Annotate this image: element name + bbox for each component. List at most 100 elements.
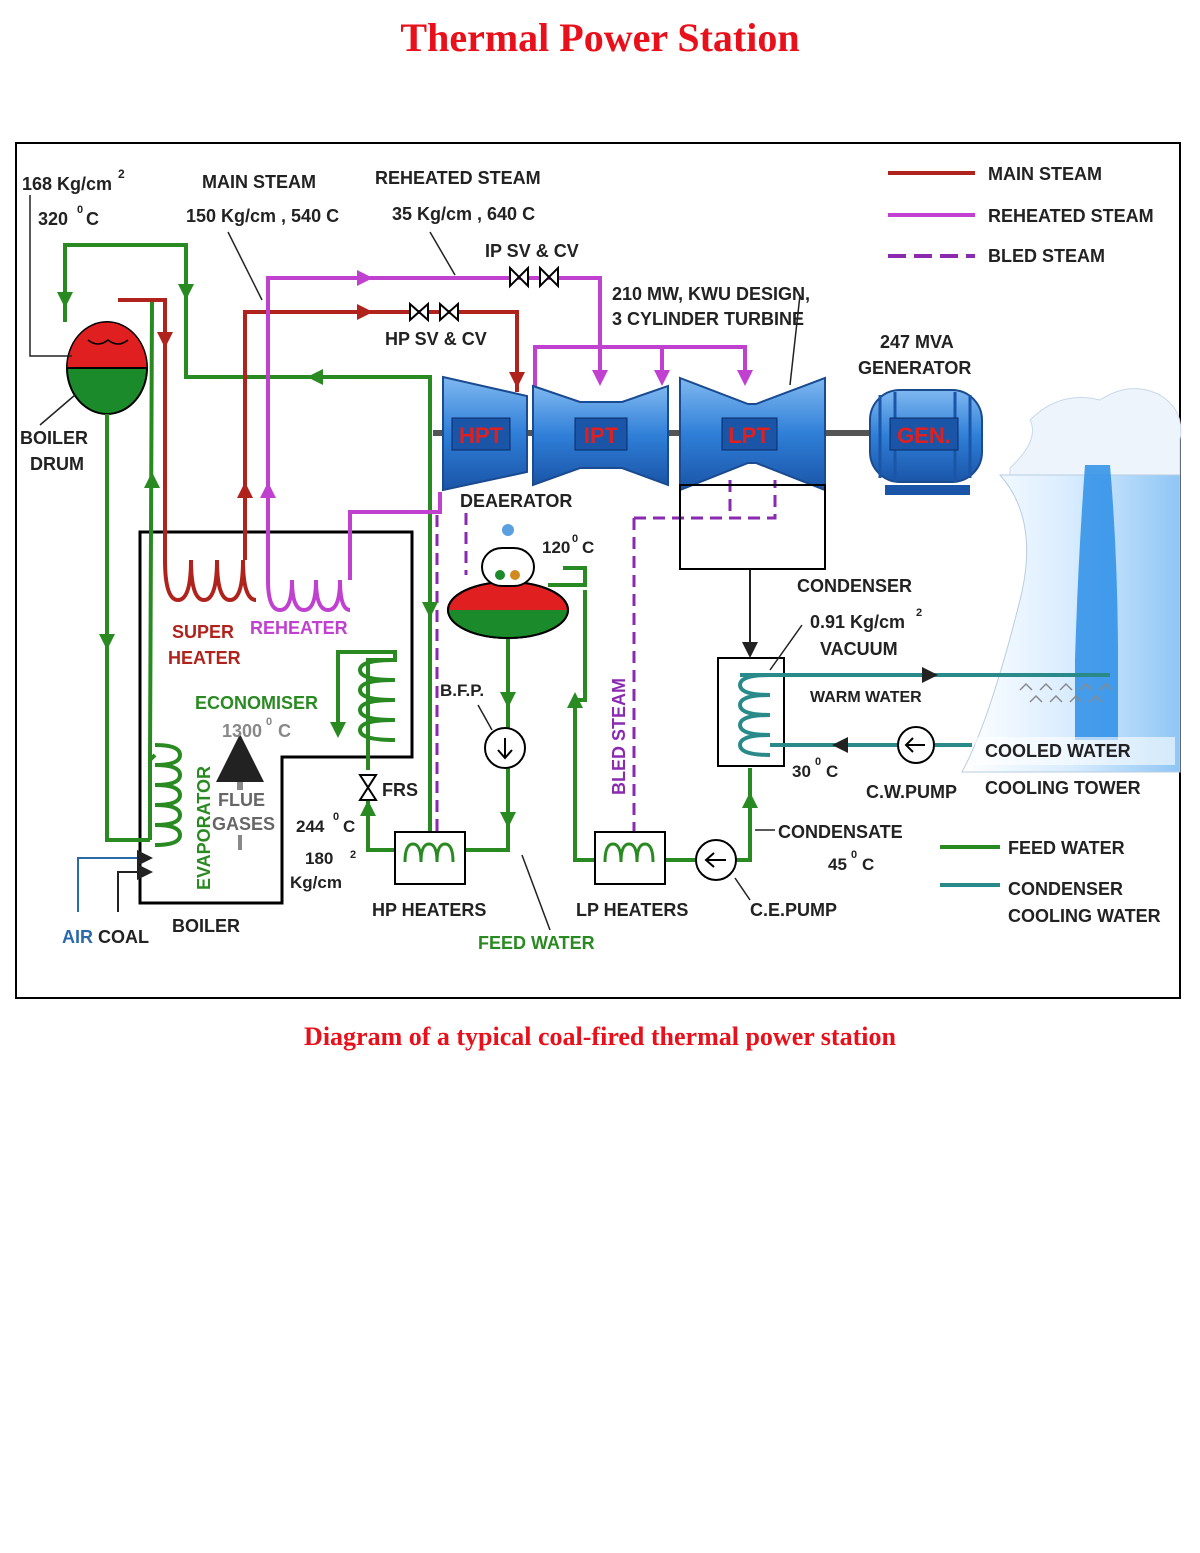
tower-shell: [961, 474, 1181, 773]
drum-pressure-sup: 2: [118, 167, 125, 181]
feed-temp-label: 244: [296, 817, 325, 836]
bled-steam-vertical-label: BLED STEAM: [609, 678, 629, 795]
boiler-enclosure: [138, 530, 414, 905]
cw-pump-label: C.W.PUMP: [866, 782, 957, 802]
flue-gases-line2: GASES: [212, 814, 275, 834]
hpt-label: HPT: [459, 423, 504, 448]
svg-text:C: C: [826, 762, 838, 781]
drum-pressure-label: 168 Kg/cm: [22, 174, 112, 194]
lp-heaters-box: [594, 831, 666, 885]
diagram-labels: 168 Kg/cm 2 320 0 C MAIN STEAM 150 Kg/cm…: [20, 167, 1175, 953]
feed-water-label: FEED WATER: [478, 933, 595, 953]
svg-text:2: 2: [916, 607, 922, 619]
reheater-label: REHEATER: [250, 618, 348, 638]
condensate-label: CONDENSATE: [778, 822, 903, 842]
cw-temp-label: 30: [792, 762, 811, 781]
hp-heaters-label: HP HEATERS: [372, 900, 486, 920]
leader-lines: [29, 195, 803, 931]
svg-text:C: C: [343, 817, 355, 836]
ce-pump-label: C.E.PUMP: [750, 900, 837, 920]
svg-text:C: C: [582, 538, 594, 557]
figure-caption: Diagram of a typical coal-fired thermal …: [304, 1022, 896, 1051]
gen-label: GEN.: [897, 423, 951, 448]
cooling-tower: [961, 388, 1182, 773]
legend-label-cooling-water: COOLING WATER: [1008, 906, 1161, 926]
legend-label-condenser: CONDENSER: [1008, 879, 1123, 899]
lpt-tag: [721, 417, 778, 451]
superheater-coil: [163, 559, 257, 603]
turbine-desc-line2: 3 CYLINDER TURBINE: [612, 309, 804, 329]
condenser-pressure-label: 0.91 Kg/cm: [810, 612, 905, 632]
bfp-pump: [484, 727, 526, 769]
bfp-label: B.F.P.: [440, 681, 484, 700]
deaerator-label: DEAERATOR: [460, 491, 572, 511]
reheated-steam-values: 35 Kg/cm , 640 C: [392, 204, 535, 224]
lp-heaters-coil: [603, 842, 655, 863]
svg-text:0: 0: [77, 204, 83, 216]
svg-text:2: 2: [350, 849, 356, 861]
boiler-drum-line1: BOILER: [20, 428, 88, 448]
ip-sv-cv-valve: [509, 265, 559, 289]
main-steam-pipes: [118, 298, 519, 560]
lp-heaters-label: LP HEATERS: [576, 900, 688, 920]
boiler-drum-line2: DRUM: [30, 454, 84, 474]
flue-gases-line1: FLUE: [218, 790, 265, 810]
hp-sv-cv-valve: [409, 301, 459, 323]
steam-cloud: [1009, 388, 1182, 481]
boiler-drum: [66, 321, 148, 415]
cooling-tower-label: COOLING TOWER: [985, 778, 1141, 798]
reheated-steam-title: REHEATED STEAM: [375, 168, 541, 188]
bfp-line: [460, 645, 510, 852]
svg-text:0: 0: [572, 533, 578, 545]
coal-label: COAL: [98, 927, 149, 947]
deaerator: [447, 524, 569, 639]
feed-pressure-line2: Kg/cm: [290, 873, 342, 892]
flow-arrows: [57, 270, 938, 912]
warm-water-label: WARM WATER: [810, 689, 922, 706]
ip-sv-cv-label: IP SV & CV: [485, 241, 579, 261]
condenser-vacuum-label: VACUUM: [820, 639, 898, 659]
legend: MAIN STEAM REHEATED STEAM BLED STEAM FEE…: [888, 164, 1161, 926]
generator-desc-line1: 247 MVA: [880, 332, 954, 352]
generator-desc-line2: GENERATOR: [858, 358, 971, 378]
turbine-desc-line1: 210 MW, KWU DESIGN,: [612, 284, 810, 304]
svg-text:0: 0: [333, 811, 339, 823]
turbine-set: HPT IPT LPT: [433, 375, 880, 570]
boiler-label: BOILER: [172, 916, 240, 936]
legend-label-bled-steam: BLED STEAM: [988, 246, 1105, 266]
thermal-power-station-diagram: MAIN STEAM REHEATED STEAM BLED STEAM FEE…: [15, 142, 1182, 999]
drum-temp-unit: C: [86, 209, 99, 229]
hp-sv-cv-label: HP SV & CV: [385, 329, 487, 349]
page-title: Thermal Power Station: [400, 15, 800, 60]
hp-heaters-coil: [403, 842, 455, 863]
drum-temp-label: 320: [38, 209, 68, 229]
svg-text:0: 0: [851, 849, 857, 861]
main-steam-title: MAIN STEAM: [202, 172, 316, 192]
tower-water-column: [1075, 465, 1118, 740]
condenser-coil: [737, 673, 771, 757]
svg-text:0: 0: [815, 756, 821, 768]
lpt-exhaust-hood: [679, 484, 826, 570]
downcomer: [105, 414, 150, 842]
ipt-tag: [574, 417, 628, 451]
air-label: AIR: [62, 927, 93, 947]
evaporator-coil: [154, 743, 183, 847]
svg-text:C: C: [862, 855, 874, 874]
svg-text:0: 0: [266, 716, 272, 728]
generator: GEN.: [869, 389, 983, 495]
frs-label: FRS: [382, 780, 418, 800]
hpt-tag: [451, 417, 511, 451]
reheater-coil: [266, 579, 351, 613]
lpt-label: LPT: [728, 423, 770, 448]
super-heater-line1: SUPER: [172, 622, 234, 642]
legend-label-feed-water: FEED WATER: [1008, 838, 1125, 858]
feed-pressure-line1: 180: [305, 849, 333, 868]
cooled-water-label: COOLED WATER: [985, 741, 1131, 761]
legend-label-reheated-steam: REHEATED STEAM: [988, 206, 1154, 226]
ipt-label: IPT: [584, 423, 619, 448]
legend-label-main-steam: MAIN STEAM: [988, 164, 1102, 184]
deaerator-temp-label: 120: [542, 538, 570, 557]
economiser-label: ECONOMISER: [195, 693, 318, 713]
main-steam-values: 150 Kg/cm , 540 C: [186, 206, 339, 226]
spray-nozzles: [1019, 682, 1113, 703]
